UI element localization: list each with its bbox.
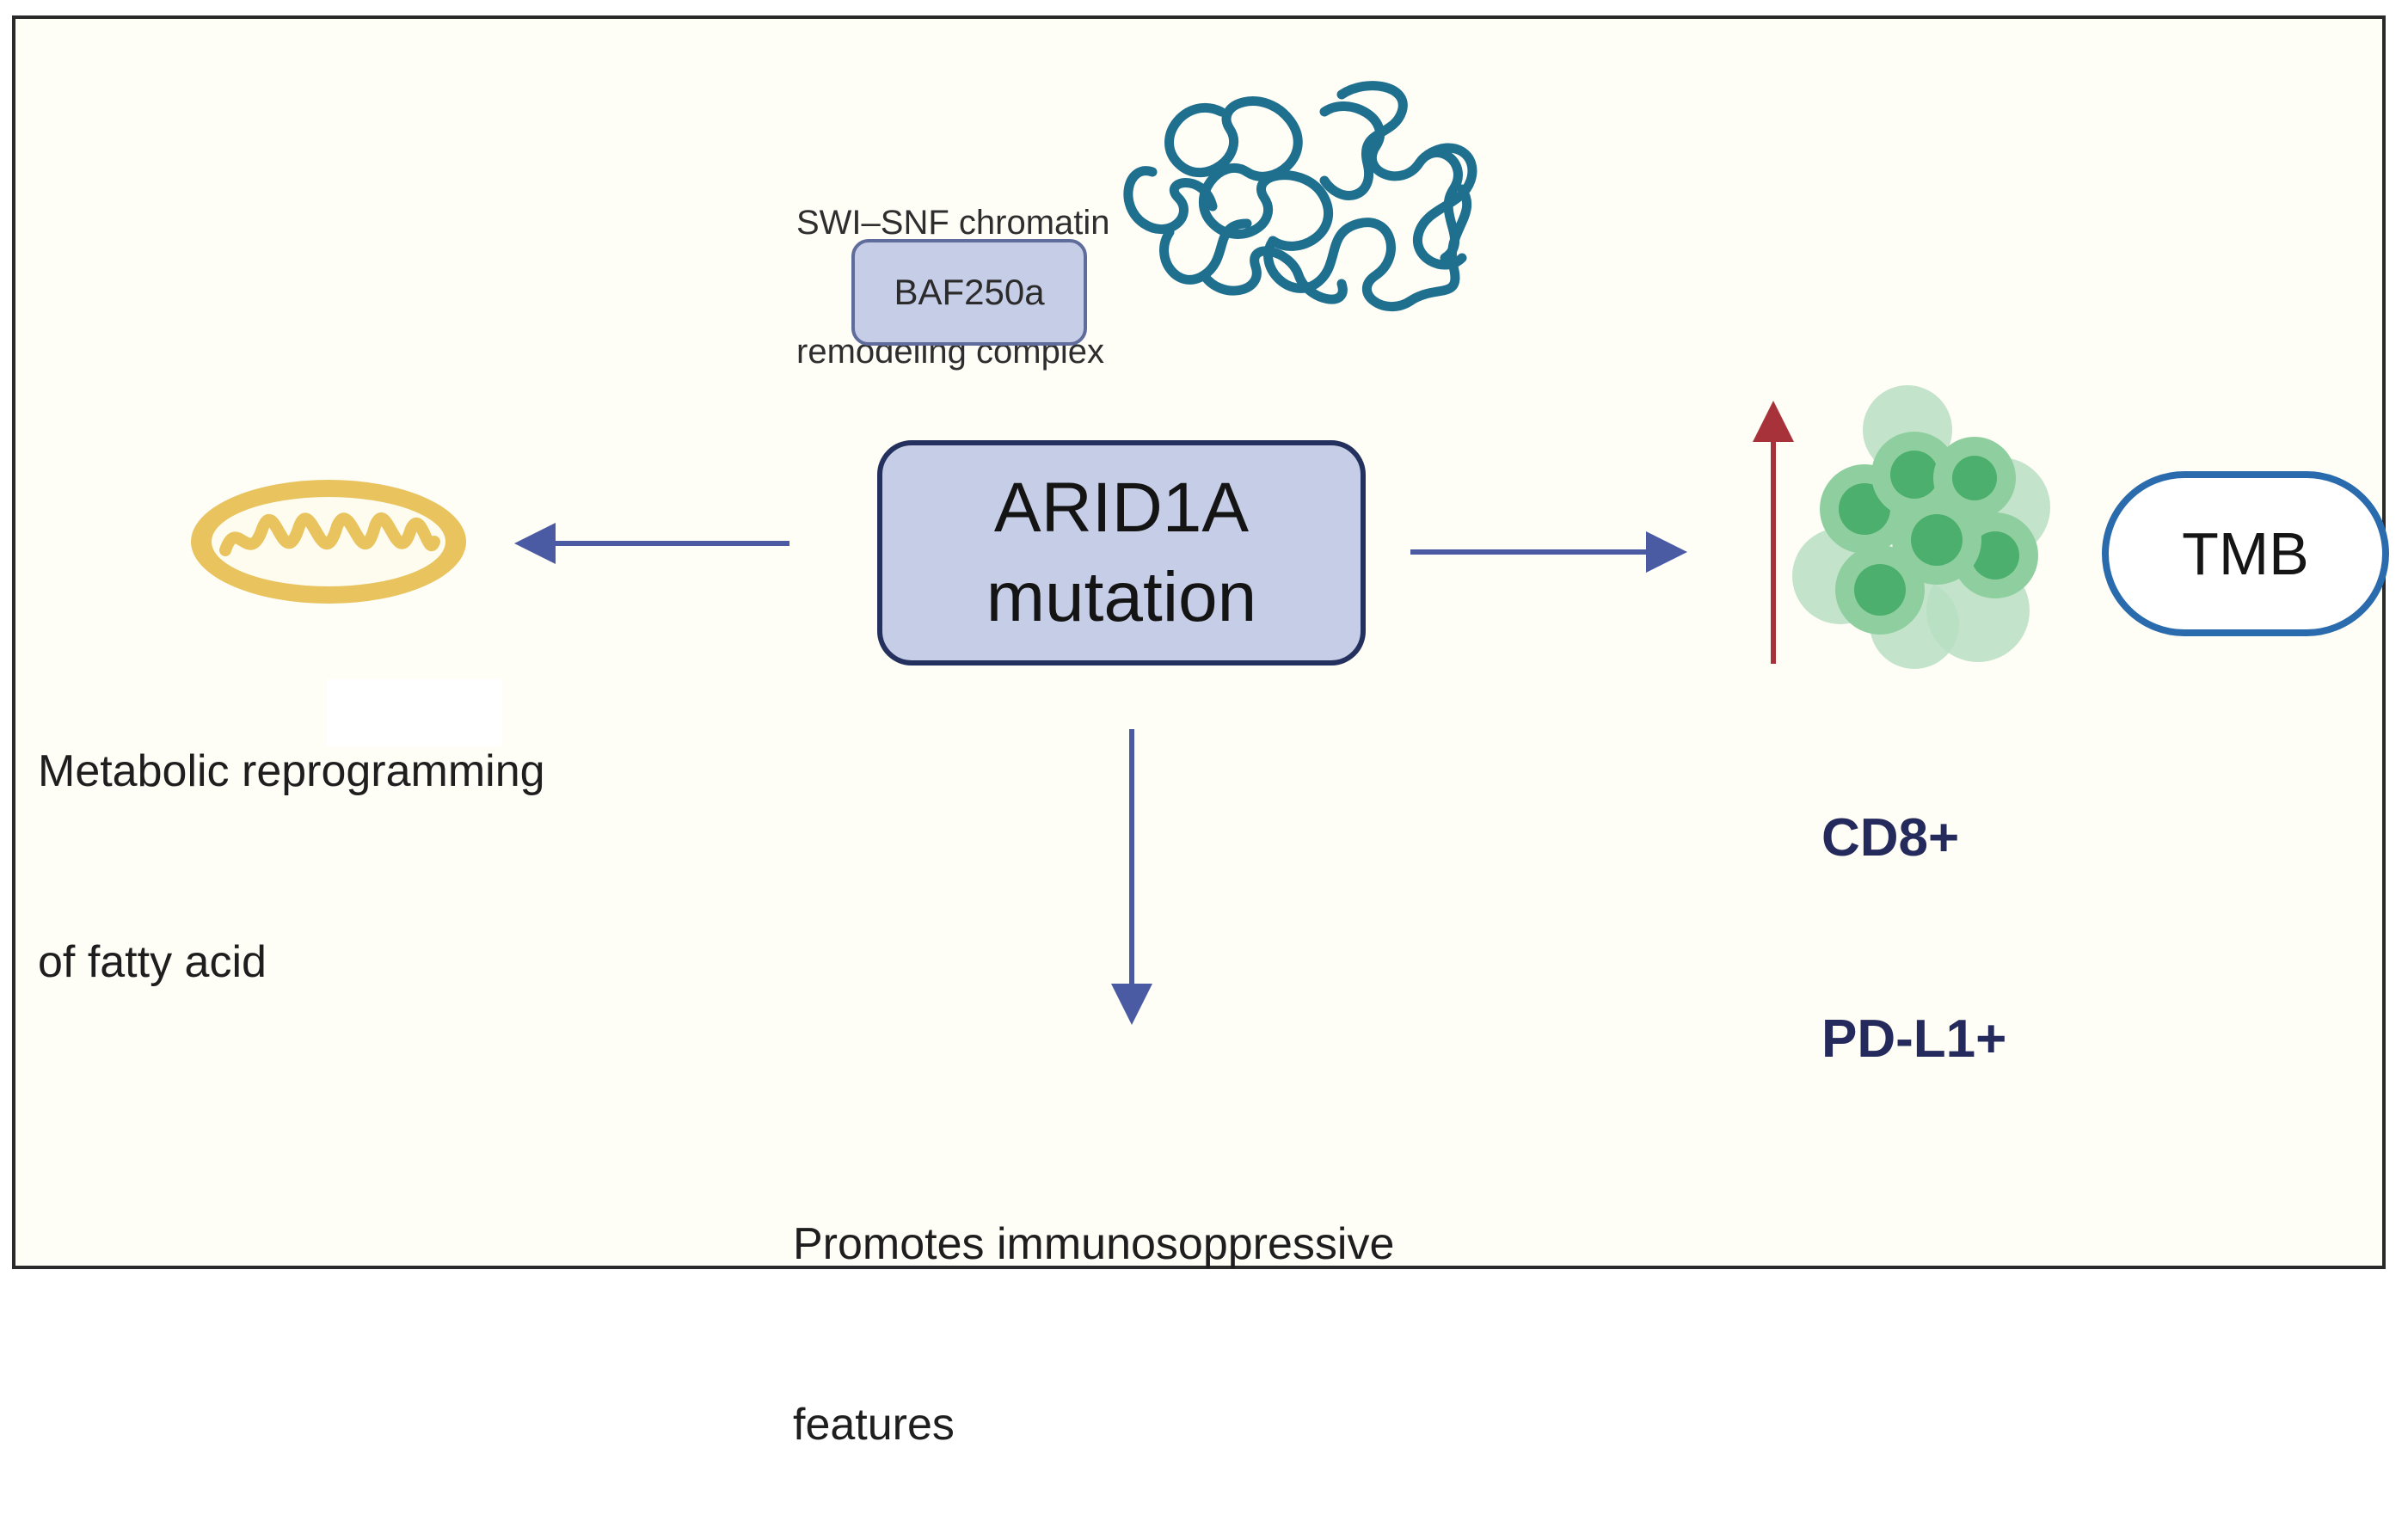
mitochondria-icon bbox=[191, 480, 466, 604]
arid1a-line1: ARID1A bbox=[993, 469, 1250, 547]
diagram-graphics bbox=[191, 81, 2050, 1025]
promotes-label: Promotes immunosoppressive features bbox=[793, 1094, 1394, 1515]
cd8-label: CD8+ bbox=[1821, 808, 1960, 868]
arid1a-line2: mutation bbox=[986, 558, 1257, 636]
cell-cluster-icon bbox=[1792, 385, 2050, 669]
white-patch bbox=[327, 679, 502, 746]
promotes-line1: Promotes immunosoppressive bbox=[793, 1219, 1395, 1269]
arid1a-mutation-box: ARID1A mutation bbox=[877, 440, 1366, 665]
chromatin-icon bbox=[1123, 81, 1477, 312]
pdl1-label: PD-L1+ bbox=[1821, 1009, 2007, 1069]
markers-label: CD8+ PD-L1+ bbox=[1821, 671, 2006, 1140]
promotes-line2: features bbox=[793, 1400, 955, 1450]
swi-snf-line1: SWI–SNF chromatin bbox=[796, 204, 1110, 242]
tmb-pill: TMB bbox=[2102, 471, 2389, 636]
metabolic-line1: Metabolic reprogramming bbox=[38, 746, 545, 796]
baf250a-box: BAF250a bbox=[851, 239, 1087, 346]
metabolic-label: Metabolic reprogramming of fatty acid bbox=[38, 612, 545, 1058]
metabolic-line2: of fatty acid bbox=[38, 937, 267, 987]
